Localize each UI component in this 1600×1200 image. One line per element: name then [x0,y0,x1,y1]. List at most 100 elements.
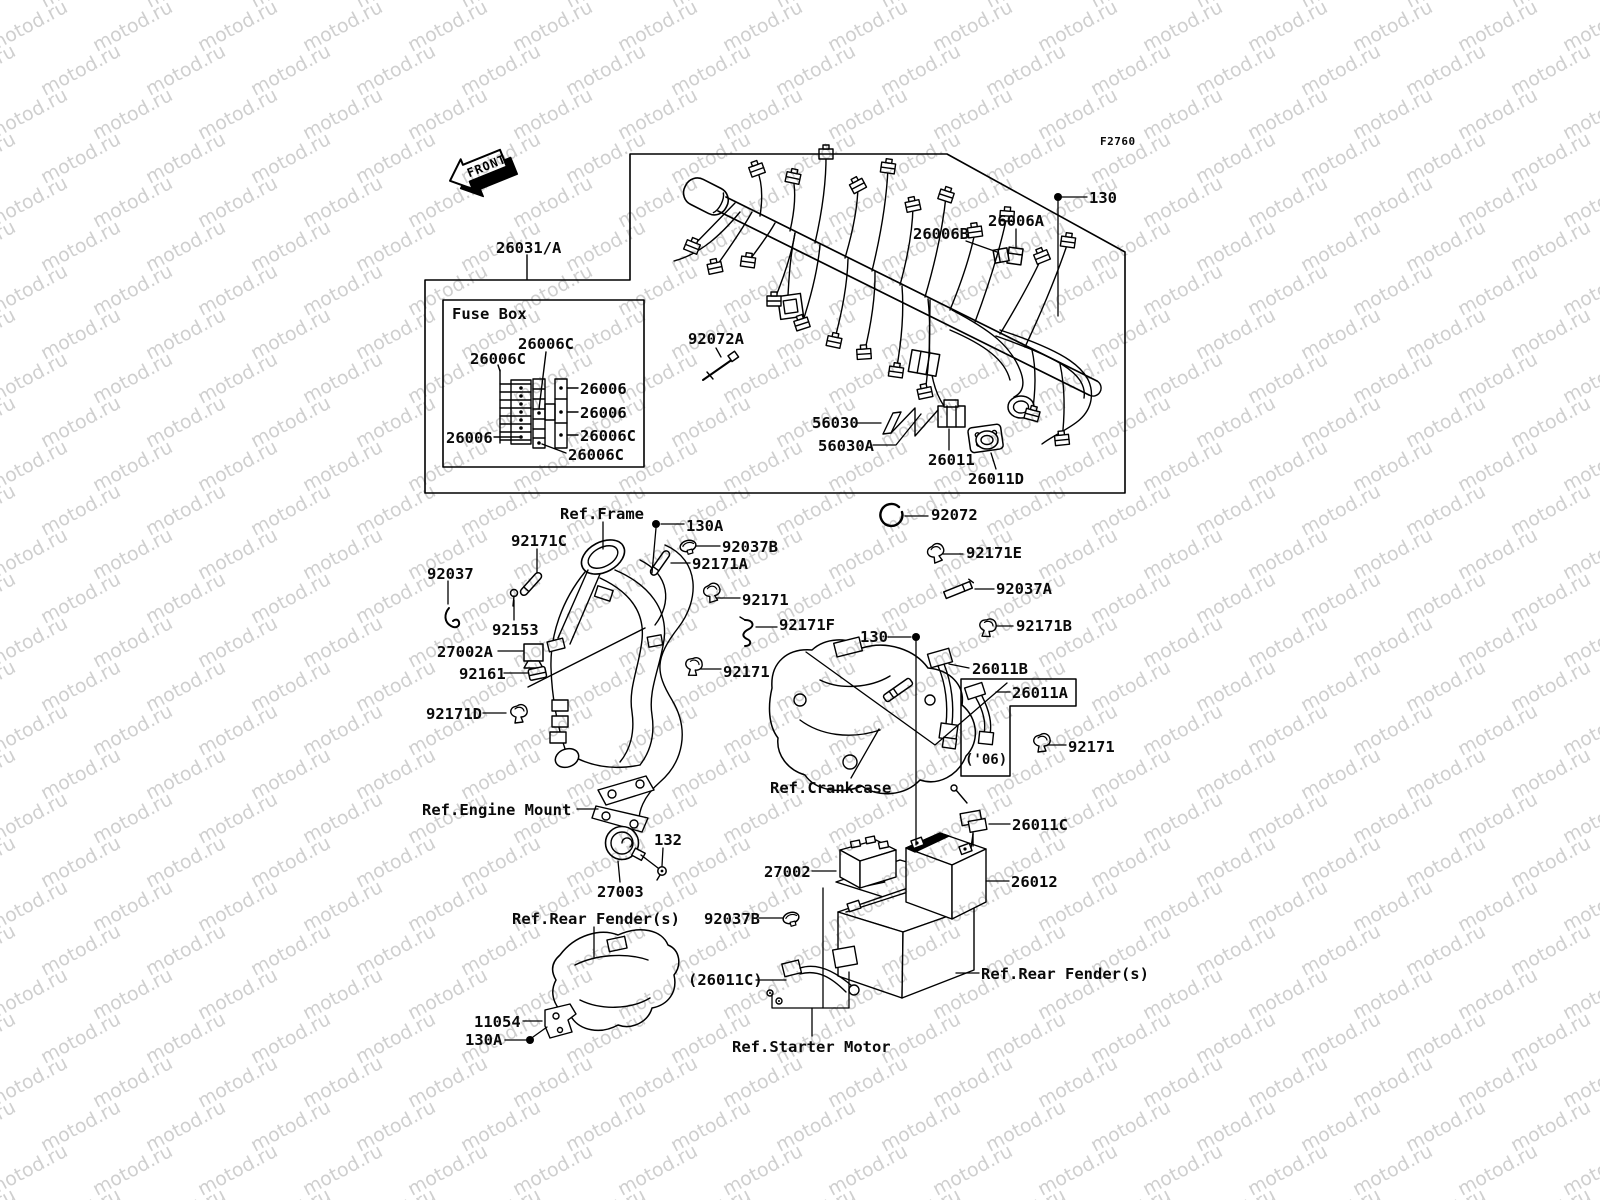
fuse-right-column [554,378,568,449]
clamp-92171-3-icon [1033,732,1051,753]
clamp-92037b-1-icon [679,539,697,555]
label-92037b: 92037B [722,538,778,556]
label-92171b: 92171B [1016,617,1072,635]
label-92171-1: 92171 [742,591,789,609]
stud-130-icon [882,677,914,703]
year06-box [960,678,1077,777]
label-ref-engine-mount: Ref.Engine Mount [422,801,572,819]
label-27002a: 27002A [437,643,493,661]
label-26006-r2: 26006 [580,404,627,422]
label-56030: 56030 [812,414,859,432]
label-ref-crankcase: Ref.Crankcase [770,779,892,797]
clamp-92171-1-icon [702,582,721,604]
label-130a-2: 130A [465,1031,503,1049]
clip-92171f-icon [739,616,754,647]
label-130-top: 130 [1089,189,1117,207]
harness-branches [682,144,1077,447]
label-26012: 26012 [1011,873,1058,891]
fuse-box-inset [442,299,645,468]
label-11054: 11054 [474,1013,521,1031]
fuse-dots-left [519,386,523,439]
label-26031a: 26031/A [496,239,562,257]
frame-drawing [527,539,694,869]
leader-lines [447,193,1088,1044]
battery-drawing [905,832,987,920]
rear-fender-left-drawing [544,929,680,1039]
engine-mount-drawing [591,775,655,833]
label-92037: 92037 [427,565,474,583]
label-92161: 92161 [459,665,506,683]
label-26006-r1: 26006 [580,380,627,398]
label-26006c-btm: 26006C [568,446,624,464]
bolt-92153-icon [509,588,519,607]
label-ref-rear-fender-left: Ref.Rear Fender(s) [512,910,680,928]
label-92153: 92153 [492,621,539,639]
pin-92037a-icon [942,578,975,600]
battery-area-drawing [766,832,987,1005]
clamp-92171d-icon [510,703,528,724]
label-26011a: 26011A [1012,684,1068,702]
bolt-132-icon [656,866,667,881]
label-26011c-paren: (26011C) [688,971,763,989]
label-92171-3: 92171 [1068,738,1115,756]
label-92171c: 92171C [511,532,567,550]
clamp-92037b-2-icon [782,911,800,927]
harness-main-connector [682,177,730,216]
label-92171-2: 92171 [723,663,770,681]
battery-tray-drawing [837,887,975,999]
label-92171d: 92171D [426,705,482,723]
label-130-mid: 130 [860,628,888,646]
label-26006c-left: 26006C [470,350,526,368]
bracket-26011c-drawing [950,784,988,847]
fuse-box-title: Fuse Box [452,305,527,323]
label-ref-frame: Ref.Frame [560,505,644,523]
clip-92072-icon [879,502,904,528]
label-92171e: 92171E [966,544,1022,562]
label-92037b-2: 92037B [704,910,760,928]
label-92037a: 92037A [996,580,1052,598]
label-26006b: 26006B [913,225,969,243]
label-92072: 92072 [931,506,978,524]
clamp-92171-2-icon [685,657,703,676]
label-26006c-r3: 26006C [580,427,636,445]
pad-92161-icon [527,665,548,681]
label-92072a: 92072A [688,330,744,348]
ecu-drawing [839,835,897,889]
label-132: 132 [654,831,682,849]
label-26011: 26011 [928,451,975,469]
label-56030a: 56030A [818,437,874,455]
fuse-rows [499,379,532,445]
connector-26011 [937,399,966,428]
label-ref-starter-motor: Ref.Starter Motor [732,1038,891,1056]
crankcase-drawing [768,636,977,795]
label-92171f: 92171F [779,616,835,634]
pin-92171a-icon [649,550,671,576]
wiring-harness-drawing [673,177,1102,454]
harness-box-outline [424,153,1126,494]
label-27002: 27002 [764,863,811,881]
label-130a: 130A [686,517,724,535]
label-26006-bl: 26006 [446,429,493,447]
cable-26011b-drawing [926,647,959,750]
label-26011d: 26011D [968,470,1024,488]
horn-drawing [604,825,659,869]
cable-26011a-drawing [963,681,995,746]
hook-92037-icon [444,607,461,629]
label-26006a: 26006A [988,212,1044,230]
pin-92171c-icon [519,571,543,597]
front-arrow-icon: FRONT [448,148,519,198]
figure-code: F2760 [1100,135,1136,148]
starter-cable-drawing [766,945,860,1005]
label-26011c: 26011C [1012,816,1068,834]
label-26006c-top: 26006C [518,335,574,353]
label-26011b: 26011B [972,660,1028,678]
cable-tie-92072a-icon [702,350,740,381]
clamp-92171b-icon [979,618,997,638]
label-92171a: 92171A [692,555,748,573]
clamp-92171e-icon [926,542,945,564]
label-ref-rear-fender-right: Ref.Rear Fender(s) [981,965,1149,983]
label-27003: 27003 [597,883,644,901]
